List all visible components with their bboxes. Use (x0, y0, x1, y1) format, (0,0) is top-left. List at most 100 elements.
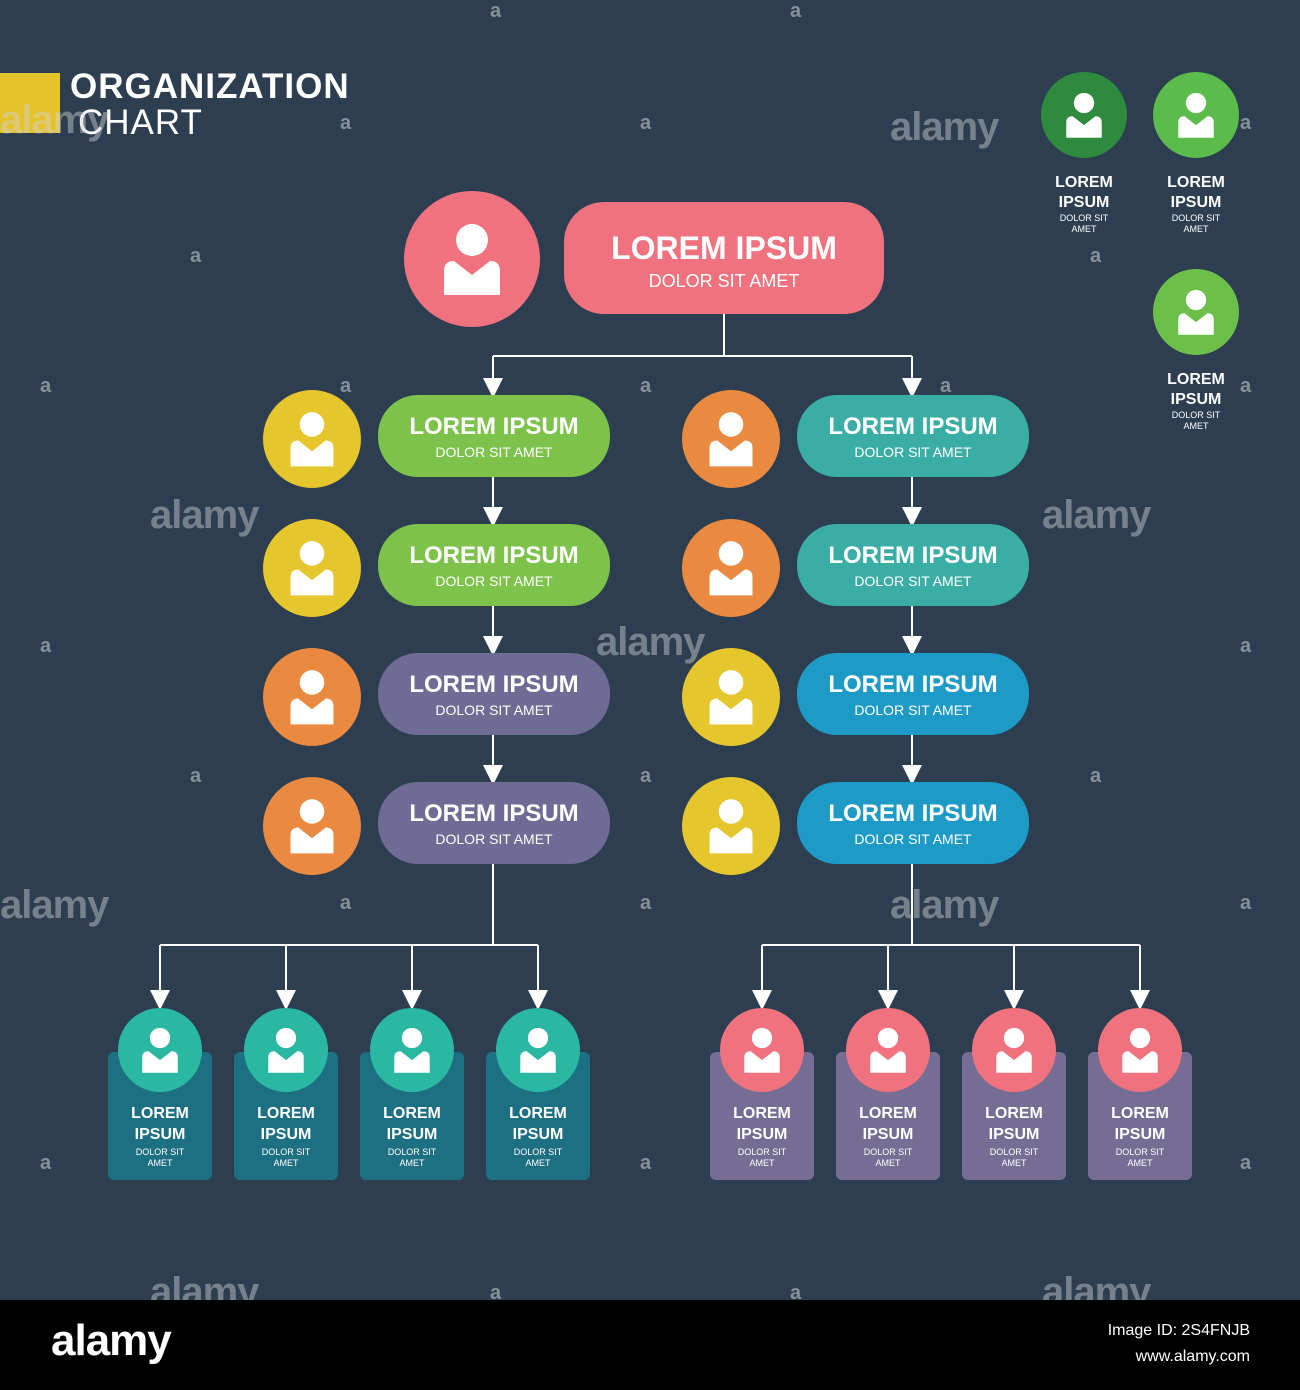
watermark-small: a (40, 375, 52, 397)
person-icon (290, 670, 334, 725)
right-column-avatar (682, 777, 780, 875)
node-title: LOREM IPSUM (828, 542, 998, 569)
root-avatar (404, 191, 540, 327)
person-icon (1178, 92, 1214, 138)
left-column-node: LOREM IPSUM DOLOR SIT AMET (378, 653, 610, 735)
left-team-avatar (496, 1008, 580, 1092)
watermark: alamy (0, 98, 109, 142)
arrow-head (483, 636, 503, 656)
footer-image-id: Image ID: 2S4FNJB (1107, 1322, 1250, 1339)
right-column-avatar (682, 390, 780, 488)
person-icon (268, 1027, 304, 1073)
title-accent-square (0, 73, 60, 133)
watermark: alamy (0, 883, 109, 927)
arrow-head (528, 990, 548, 1010)
person-icon (870, 1027, 906, 1073)
person-icon (709, 541, 753, 596)
right-column-avatar (682, 519, 780, 617)
right-column-node: LOREM IPSUM DOLOR SIT AMET (797, 395, 1029, 477)
person-icon (290, 799, 334, 854)
node-subtitle: DOLOR SIT AMET (435, 702, 553, 718)
page-title: ORGANIZATION (70, 67, 350, 106)
node-subtitle: DOLOR SIT AMET (854, 444, 972, 460)
watermark-small: a (490, 0, 502, 22)
watermark-small: a (1090, 765, 1102, 787)
left-team-avatar (118, 1008, 202, 1092)
left-column-avatar (263, 519, 361, 617)
root-node: LOREM IPSUM DOLOR SIT AMET (564, 202, 884, 314)
watermark-small: a (640, 765, 652, 787)
node-title: LOREM IPSUM (409, 800, 579, 827)
watermark-small: a (640, 375, 652, 397)
root-node-title: LOREM IPSUM (611, 230, 837, 266)
watermark-small: a (940, 375, 952, 397)
arrow-head (402, 990, 422, 1010)
arrow-head (1130, 990, 1150, 1010)
node-subtitle: DOLOR SIT AMET (854, 702, 972, 718)
watermark-small: a (1240, 112, 1252, 134)
right-column-node: LOREM IPSUM DOLOR SIT AMET (797, 653, 1029, 735)
arrow-head (483, 378, 503, 398)
node-subtitle: DOLOR SIT AMET (435, 831, 553, 847)
right-team-avatar (846, 1008, 930, 1092)
watermark-small: a (790, 0, 802, 22)
node-title: LOREM IPSUM (409, 542, 579, 569)
right-team-avatar (720, 1008, 804, 1092)
person-icon (1066, 92, 1102, 138)
node-title: LOREM IPSUM (409, 413, 579, 440)
watermark-small: a (340, 112, 352, 134)
page-subtitle: CHART (78, 103, 203, 142)
node-subtitle: DOLOR SIT AMET (435, 444, 553, 460)
person-icon (996, 1027, 1032, 1073)
node-title: LOREM IPSUM (828, 800, 998, 827)
watermark-small: a (340, 375, 352, 397)
person-icon (444, 224, 500, 295)
watermark-small: a (190, 765, 202, 787)
arrow-head (902, 507, 922, 527)
watermark-small: a (40, 1152, 52, 1174)
side-node-avatar (1153, 72, 1239, 158)
footer-logo[interactable]: alamy (51, 1316, 172, 1365)
watermark-small: a (640, 112, 652, 134)
root-node-subtitle: DOLOR SIT AMET (648, 271, 800, 291)
left-team-avatar (244, 1008, 328, 1092)
watermark: alamy (596, 620, 705, 664)
footer-url[interactable]: www.alamy.com (1135, 1348, 1250, 1365)
node-title: LOREM IPSUM (828, 671, 998, 698)
person-icon (142, 1027, 178, 1073)
arrow-head (902, 765, 922, 785)
node-title: LOREM IPSUM (409, 671, 579, 698)
watermark: alamy (150, 493, 259, 537)
watermark-small: a (640, 1152, 652, 1174)
side-node-avatar (1153, 269, 1239, 355)
arrow-head (752, 990, 772, 1010)
watermark: alamy (1042, 493, 1151, 537)
side-node-avatar (1041, 72, 1127, 158)
watermark-small: a (1090, 245, 1102, 267)
watermark-small: a (490, 1282, 502, 1304)
watermark-small: a (1240, 1152, 1252, 1174)
person-icon (709, 670, 753, 725)
node-title: LOREM IPSUM (828, 413, 998, 440)
arrow-head (902, 378, 922, 398)
person-icon (709, 799, 753, 854)
person-icon (290, 541, 334, 596)
person-icon (709, 412, 753, 467)
